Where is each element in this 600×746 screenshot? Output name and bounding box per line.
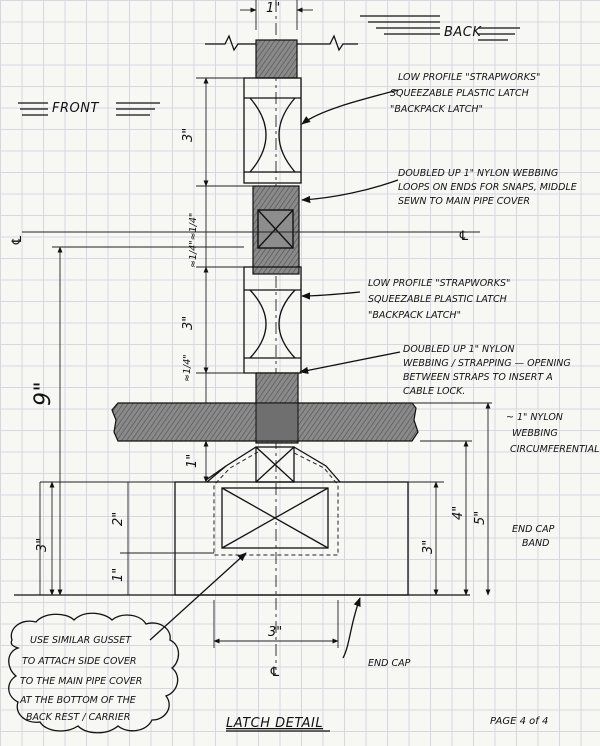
horizontal-centerline: ℄ ℄ [10, 229, 480, 246]
front-label-group: FRONT [18, 101, 160, 116]
dim-9: 9" [31, 381, 56, 406]
end-cap-band [174, 446, 409, 596]
lower-latch-callout: LOW PROFILE "STRAPWORKS" SQUEEZABLE PLAS… [368, 278, 510, 321]
upper-latch-callout: LOW PROFILE "STRAPWORKS" SQUEEZABLE PLAS… [390, 72, 540, 115]
dim-quarter-lower: ≈1/4" [182, 354, 193, 382]
endcap-band-callout: END CAP BAND [512, 524, 555, 549]
right-dimensions: 5" 4" 3" [408, 402, 492, 596]
strap-line-2: WEBBING / STRAPPING — OPENING [403, 358, 571, 369]
latch-lower-line-3: "BACKPACK LATCH" [368, 310, 461, 321]
gusset-line-5: BACK REST / CARRIER [26, 712, 130, 723]
lower-latch [243, 266, 302, 374]
webbing-callout: ~ 1" NYLON WEBBING CIRCUMFERENTIAL [506, 412, 599, 455]
top-width-label: 1" [266, 1, 280, 16]
endcap-band-line-1: END CAP [512, 524, 555, 535]
upper-latch [243, 77, 302, 184]
page-number: PAGE 4 of 4 [490, 716, 548, 727]
dim-5: 5" [473, 511, 488, 525]
dim-3-lower: 3" [181, 316, 196, 330]
gusset-line-4: AT THE BOTTOM OF THE [19, 695, 136, 706]
loops-line-3: SEWN TO MAIN PIPE COVER [398, 196, 530, 207]
middle-webbing-loop [252, 185, 300, 275]
centerline-right: ℄ [458, 229, 470, 244]
webbing-line-2: WEBBING [512, 428, 558, 439]
annotation-leaders [149, 89, 401, 659]
latch-upper-line-1: LOW PROFILE "STRAPWORKS" [398, 72, 540, 83]
gusset-cloud: USE SIMILAR GUSSET TO ATTACH SIDE COVER … [8, 612, 180, 734]
dim-3-bottom: 3" [268, 625, 282, 640]
dim-3-left: 3" [35, 538, 50, 552]
dim-3-upper: 3" [181, 128, 196, 142]
back-label-group: BACK [360, 15, 520, 41]
gusset-line-1: USE SIMILAR GUSSET [30, 635, 132, 646]
strap-line-1: DOUBLED UP 1" NYLON [403, 344, 515, 355]
top-nylon-strap [255, 39, 298, 79]
front-label: FRONT [52, 101, 99, 116]
top-width-dimension: 1" [240, 0, 313, 30]
webbing-line-1: ~ 1" NYLON [506, 412, 563, 423]
dim-1: 1" [185, 454, 200, 468]
loops-line-2: LOOPS ON ENDS FOR SNAPS, MIDDLE [398, 182, 577, 193]
strap-callout: DOUBLED UP 1" NYLON WEBBING / STRAPPING … [403, 344, 571, 397]
dim-1-low: 1" [111, 568, 126, 582]
lower-x-box [255, 446, 295, 483]
top-break-line [205, 34, 358, 52]
loops-callout: DOUBLED UP 1" NYLON WEBBING LOOPS ON END… [398, 168, 577, 207]
drawing-title: LATCH DETAIL [226, 716, 323, 731]
centerline-left: ℄ [10, 234, 25, 246]
left-dimensions: 3" ≈1/4"≈1/4" 3" ≈1/4" 9" 1" 2" 1" 3" [31, 77, 256, 596]
dim-quarter-upper: ≈1/4"≈1/4" [188, 213, 199, 268]
gusset-line-2: TO ATTACH SIDE COVER [22, 656, 137, 667]
loops-line-1: DOUBLED UP 1" NYLON WEBBING [398, 168, 558, 179]
endcap-band-line-2: BAND [522, 538, 549, 549]
latch-lower-line-2: SQUEEZABLE PLASTIC LATCH [368, 294, 507, 305]
latch-upper-line-3: "BACKPACK LATCH" [390, 104, 483, 115]
latch-lower-line-1: LOW PROFILE "STRAPWORKS" [368, 278, 510, 289]
webbing-line-3: CIRCUMFERENTIAL [510, 444, 599, 455]
centerline-bottom: ℄ [269, 665, 281, 680]
end-cap-label: END CAP [368, 658, 411, 669]
strap-line-3: BETWEEN STRAPS TO INSERT A [403, 372, 553, 383]
dim-4: 4" [451, 506, 466, 520]
dim-2: 2" [111, 512, 126, 526]
latch-upper-line-2: SQUEEZABLE PLASTIC LATCH [390, 88, 529, 99]
gusset-line-3: TO THE MAIN PIPE COVER [20, 676, 142, 687]
dim-3-right: 3" [421, 540, 436, 554]
back-label: BACK [444, 25, 482, 40]
bottom-dimension: 3" ℄ [213, 600, 339, 680]
strap-line-4: CABLE LOCK. [403, 386, 465, 397]
